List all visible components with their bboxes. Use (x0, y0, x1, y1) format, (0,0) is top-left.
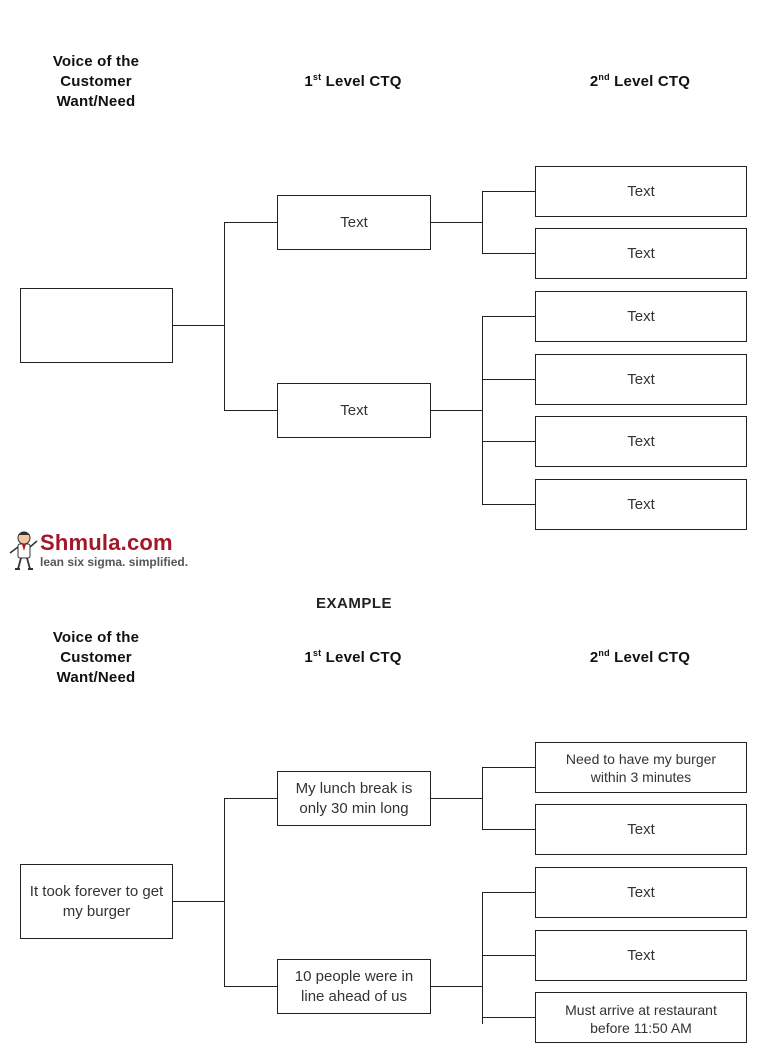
level2-box: Text (535, 166, 747, 217)
level1-header-example: 1st Level CTQ (278, 648, 428, 668)
level2-header-example: 2nd Level CTQ (565, 648, 715, 668)
logo-wordmark: Shmula.com (40, 530, 173, 555)
connector (172, 901, 225, 902)
level1-box: Text (277, 195, 431, 250)
level2-ordinal: 2 (589, 73, 599, 90)
connector (482, 504, 536, 505)
level1-rest: Level CTQ (321, 649, 402, 666)
level1-rest: Level CTQ (321, 73, 402, 90)
connector (224, 986, 278, 987)
connector (482, 191, 536, 192)
connector (430, 986, 483, 987)
connector (482, 767, 536, 768)
connector (482, 955, 536, 956)
voc-header-example: Voice of the Customer Want/Need (36, 628, 156, 688)
level2-suffix: nd (598, 72, 610, 82)
connector (482, 379, 536, 380)
level2-box-example: Need to have my burger within 3 minutes (535, 742, 747, 793)
voc-header-line-1: Voice of the (52, 53, 140, 70)
level2-box: Text (535, 291, 747, 342)
level1-box: Text (277, 383, 431, 438)
level2-box-example: Text (535, 804, 747, 855)
connector (482, 316, 536, 317)
voc-header-line-2: Customer (60, 649, 132, 666)
voc-header-line-3: Want/Need (56, 93, 136, 110)
voc-header-line-3: Want/Need (56, 669, 136, 686)
level2-rest: Level CTQ (609, 649, 691, 666)
example-label: EXAMPLE (315, 595, 392, 612)
connector (482, 767, 483, 830)
level2-box: Text (535, 416, 747, 467)
level1-box-example: My lunch break is only 30 min long (277, 771, 431, 826)
level2-suffix: nd (598, 648, 610, 658)
connector (430, 222, 483, 223)
logo-tagline: lean six sigma. simplified. (40, 555, 189, 569)
level1-box-example: 10 people were in line ahead of us (277, 959, 431, 1014)
connector (482, 892, 483, 1024)
level2-box-example: Text (535, 930, 747, 981)
voc-header-line-2: Customer (60, 73, 132, 90)
level2-box: Text (535, 228, 747, 279)
connector (482, 1017, 536, 1018)
voc-header-line-1: Voice of the (52, 629, 140, 646)
level2-box: Text (535, 354, 747, 405)
connector (482, 316, 483, 505)
level1-suffix: st (312, 72, 322, 82)
voc-box (20, 288, 173, 363)
connector (482, 829, 536, 830)
connector (482, 191, 483, 254)
voc-header: Voice of the Customer Want/Need (36, 52, 156, 112)
connector (482, 892, 536, 893)
connector (224, 798, 278, 799)
level2-box: Text (535, 479, 747, 530)
connector (482, 441, 536, 442)
level1-suffix: st (312, 648, 322, 658)
level2-box-example: Text (535, 867, 747, 918)
mascot-icon (9, 531, 38, 570)
level1-ordinal: 1 (304, 73, 313, 90)
level2-rest: Level CTQ (609, 73, 691, 90)
connector (482, 253, 536, 254)
connector (430, 798, 483, 799)
level2-ordinal: 2 (589, 649, 599, 666)
voc-box-example: It took forever to get my burger (20, 864, 173, 939)
level2-box-example: Must arrive at restaurant before 11:50 A… (535, 992, 747, 1043)
connector (224, 222, 278, 223)
level1-header: 1st Level CTQ (278, 72, 428, 92)
connector (172, 325, 225, 326)
connector (224, 410, 278, 411)
connector (224, 798, 225, 987)
connector (430, 410, 483, 411)
level1-ordinal: 1 (304, 649, 313, 666)
connector (224, 222, 225, 411)
level2-header: 2nd Level CTQ (565, 72, 715, 92)
